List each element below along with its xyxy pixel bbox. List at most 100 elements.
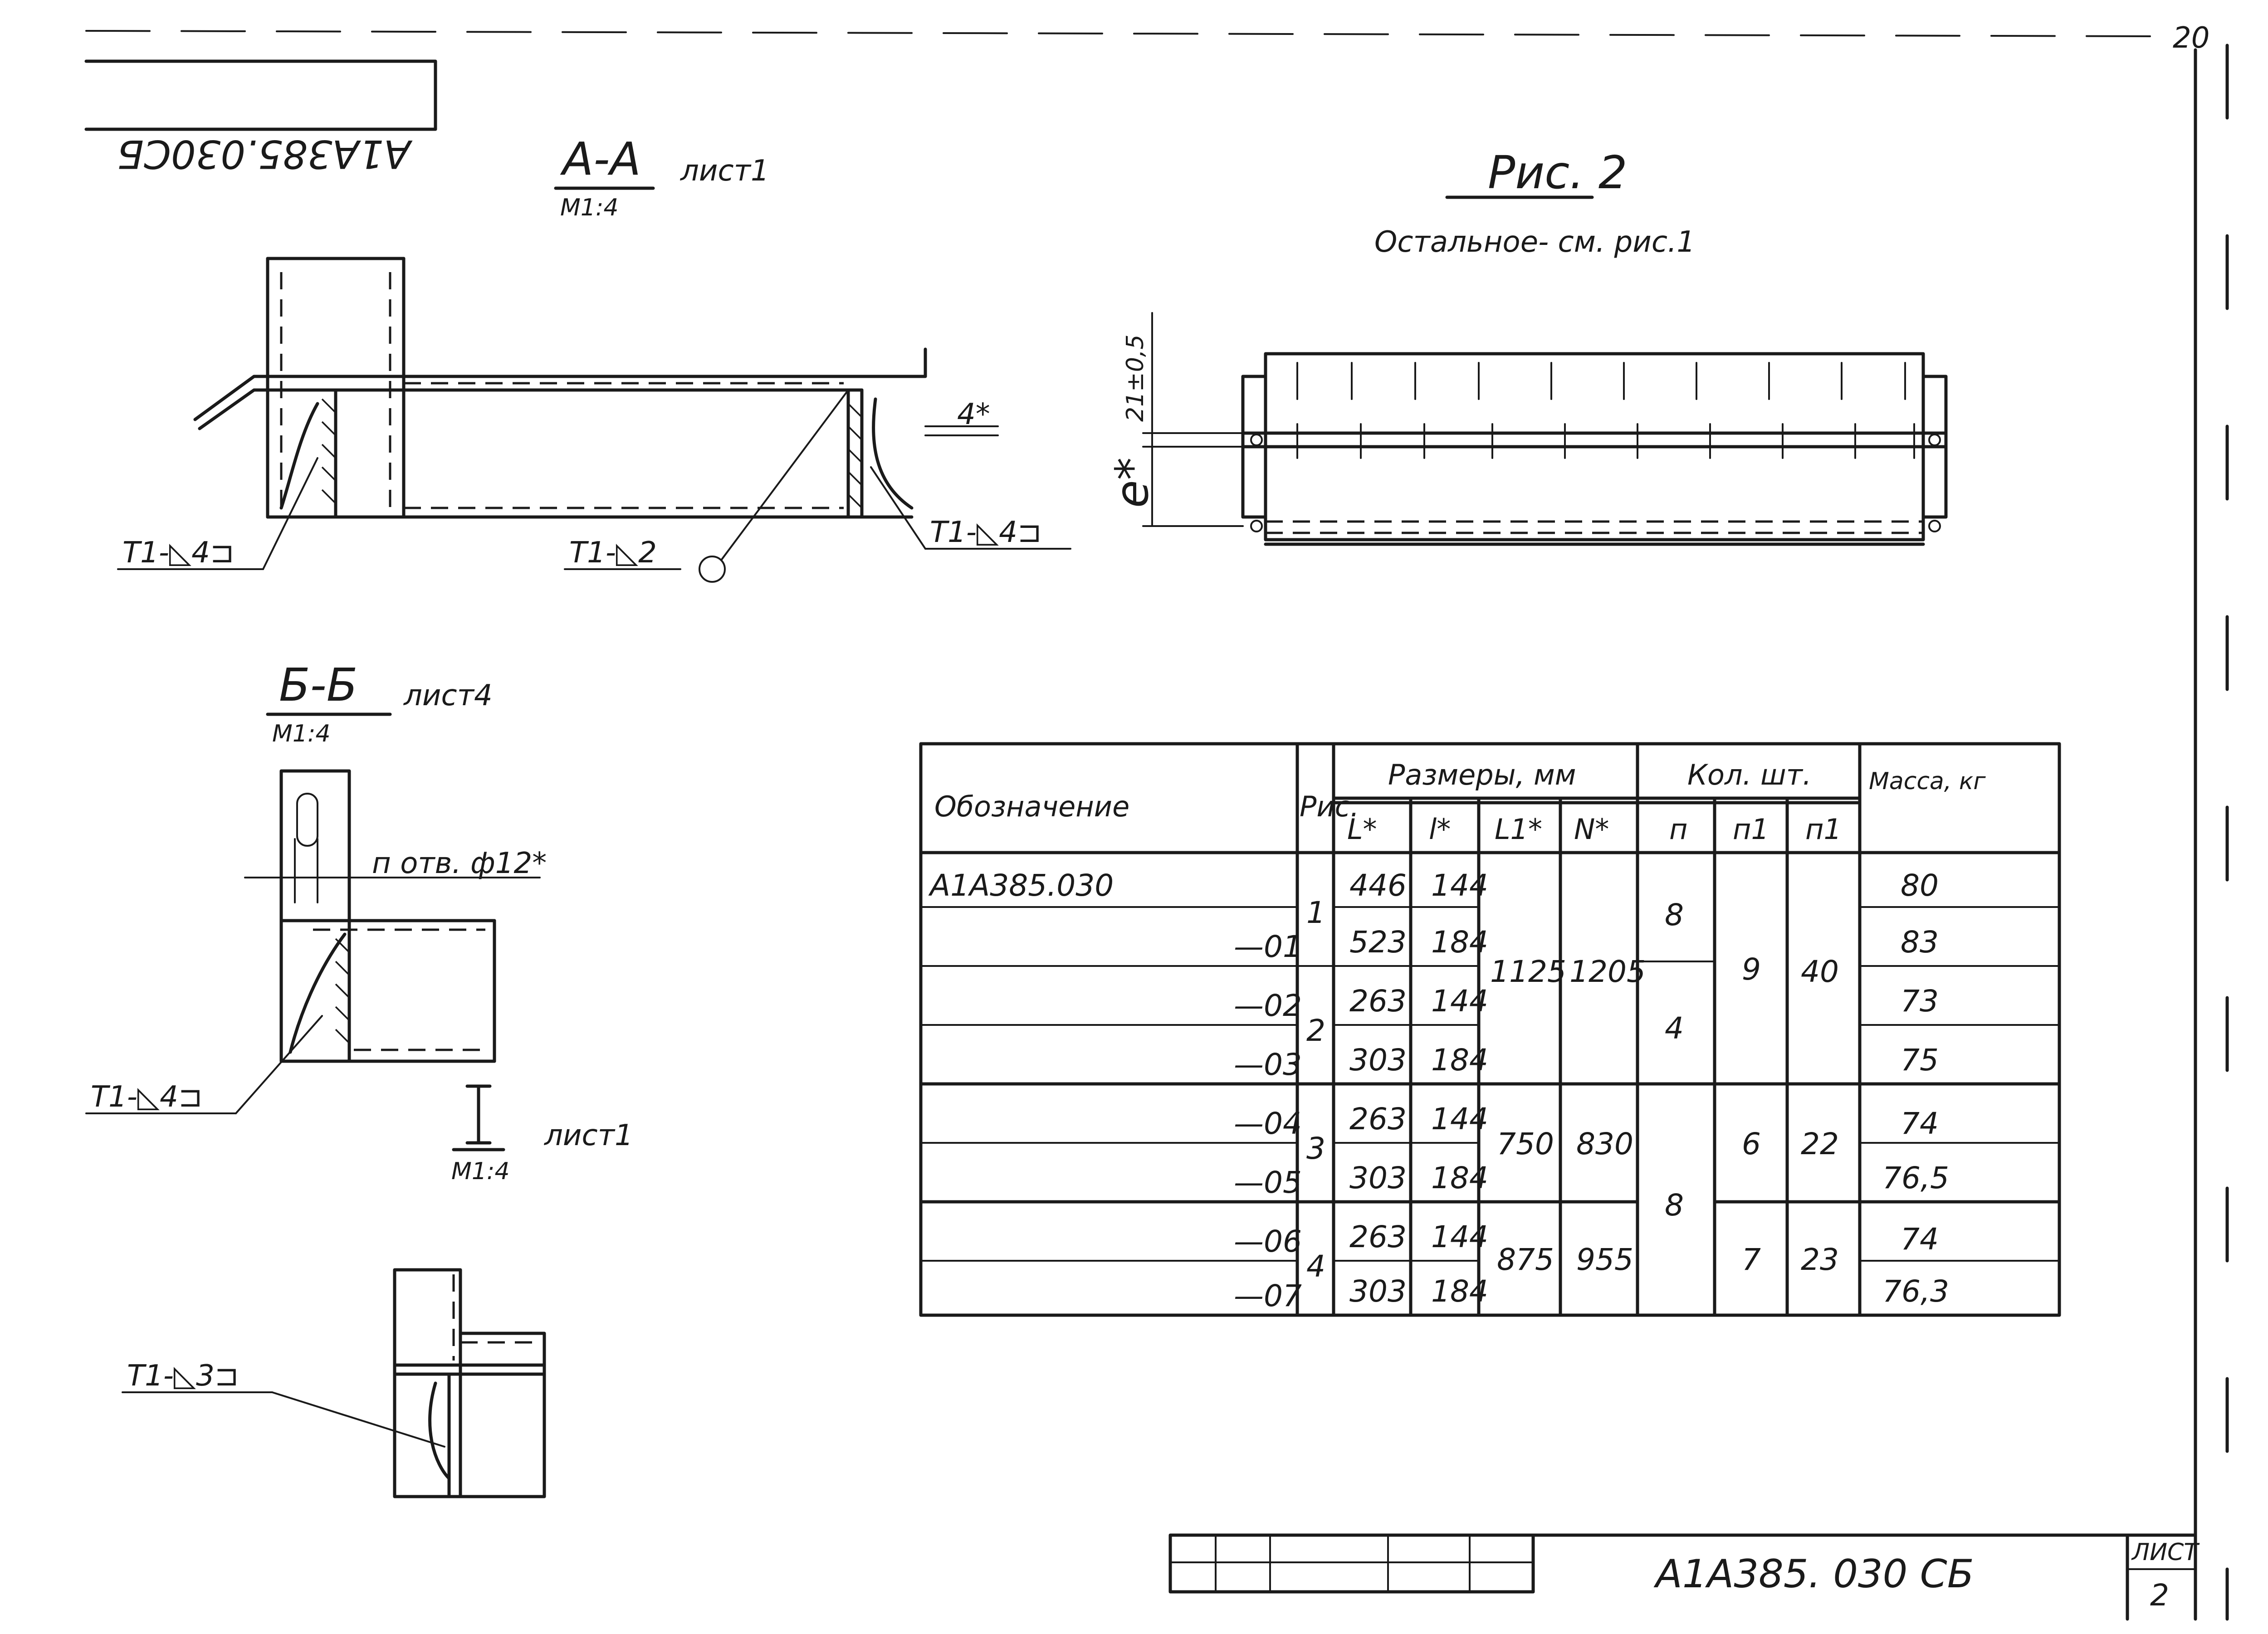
row-L: 303: [1349, 1274, 1407, 1309]
row-designation: —01: [1234, 929, 1302, 964]
n-group-cell: 8: [1665, 1188, 1684, 1223]
stamp-code-mirrored: А1А385.030СБ: [117, 131, 413, 176]
row-l: 184: [1431, 1043, 1488, 1078]
hdr-dims-group: Размеры, мм: [1388, 758, 1576, 791]
view-i-sheet-ref: лист1: [543, 1119, 633, 1152]
section-bb-title: Б-Б: [279, 658, 357, 712]
row-L: 303: [1349, 1043, 1407, 1078]
row-l: 184: [1431, 1161, 1488, 1195]
hdr-n1a: п1: [1733, 813, 1769, 846]
view-i: I М1:4 лист1 Т1-◺3⊐: [122, 1084, 633, 1498]
hdr-L: L*: [1347, 813, 1377, 846]
section-aa-weld-right: Т1-◺4⊐: [930, 516, 1041, 549]
row-mass: 83: [1901, 925, 1939, 960]
row-mass: 74: [1901, 1106, 1939, 1141]
fig-group-cell: 4: [1306, 1249, 1325, 1284]
n1b-group-cell: 22: [1801, 1127, 1839, 1161]
fig-group-cell: 1: [1306, 895, 1325, 930]
row-L: 263: [1349, 1102, 1407, 1136]
view-i-weld: Т1-◺3⊐: [127, 1359, 239, 1393]
N-group-cell: 1205: [1569, 954, 1646, 989]
section-aa-scale: М1:4: [560, 194, 619, 221]
title-block: А1А385. 030 СБ ЛИСТ 2: [1168, 1533, 2200, 1621]
row-mass: 73: [1901, 984, 1939, 1019]
title-block-designation: А1А385. 030 СБ: [1653, 1551, 1974, 1597]
n1a-group-cell: 7: [1742, 1242, 1761, 1277]
row-mass: 80: [1901, 868, 1939, 903]
row-L: 523: [1349, 925, 1407, 960]
hdr-n1b: п1: [1805, 813, 1842, 846]
fig-group-cell: 3: [1306, 1131, 1325, 1166]
n-group-cell: 8: [1665, 897, 1684, 932]
table-row: —01 523 184 83: [1234, 925, 1939, 964]
N-group-cell: 955: [1576, 1242, 1633, 1277]
row-mass: 76,3: [1882, 1274, 1949, 1309]
fig2-dim-e: е*: [1105, 457, 1158, 508]
hdr-qty-group: Кол. шт.: [1687, 758, 1812, 791]
fig2-title: Рис. 2: [1488, 146, 1627, 199]
n1a-group-cell: 6: [1742, 1127, 1761, 1161]
table-row: —04 263 144 74: [1234, 1102, 1939, 1141]
dimension-table: Обозначение Рис. Размеры, мм L* l* L1* N…: [919, 742, 2061, 1317]
fig2-note: Остальное- см. рис.1: [1374, 225, 1695, 259]
fig2-dim-top: 21±0,5: [1122, 335, 1149, 422]
hdr-L1: L1*: [1495, 813, 1542, 846]
section-aa-sheet-ref: лист1: [679, 154, 769, 188]
section-bb-scale: М1:4: [272, 720, 331, 747]
row-l: 144: [1431, 984, 1488, 1019]
row-L: 263: [1349, 1219, 1407, 1254]
table-row: А1А385.030 446 144 80: [928, 868, 1939, 903]
row-designation: —04: [1234, 1106, 1302, 1141]
section-aa-view: А-А М1:4 лист1 4*: [117, 132, 1071, 583]
hdr-N: N*: [1574, 813, 1609, 846]
L1-group-cell: 875: [1497, 1242, 1554, 1277]
row-designation: —07: [1234, 1278, 1302, 1313]
hdr-mass: Масса, кг: [1869, 768, 1986, 795]
L1-group-cell: 1125: [1490, 954, 1566, 989]
view-i-scale: М1:4: [451, 1158, 510, 1185]
table-row: —03 303 184 75: [1234, 1043, 1939, 1082]
mirrored-stamp: А1А385.030СБ: [84, 59, 437, 176]
fig2-ticks: [1296, 362, 1915, 459]
n-group-cell: 4: [1665, 1011, 1684, 1046]
row-mass: 76,5: [1882, 1161, 1949, 1195]
row-designation: —05: [1234, 1165, 1302, 1200]
row-l: 184: [1431, 925, 1488, 960]
row-mass: 74: [1901, 1222, 1939, 1257]
L1-group-cell: 750: [1497, 1127, 1554, 1161]
table-row: —07 303 184 76,3: [1234, 1274, 1949, 1313]
hdr-l: l*: [1429, 813, 1451, 846]
hdr-n: п: [1669, 813, 1688, 846]
page-corner-number: 20: [2173, 21, 2209, 55]
N-group-cell: 830: [1576, 1127, 1633, 1161]
row-L: 446: [1349, 868, 1407, 903]
section-bb-view: Б-Б М1:4 лист4 п отв. ф12* Т1-◺4⊐: [85, 658, 547, 1114]
hdr-designation: Обозначение: [934, 790, 1129, 823]
row-designation: А1А385.030: [928, 868, 1114, 903]
section-bb-holes: п отв. ф12*: [372, 847, 547, 880]
table-row: —02 263 144 73: [1234, 984, 1939, 1023]
hdr-fig: Рис.: [1300, 790, 1359, 823]
n1b-group-cell: 23: [1801, 1242, 1839, 1277]
sheet-label: ЛИСТ: [2131, 1539, 2200, 1566]
section-aa-dim: 4*: [957, 398, 990, 431]
section-aa-weld-center: Т1-◺2: [569, 536, 657, 570]
fig2-view: Рис. 2 Остальное- см. рис.1: [1105, 146, 1948, 546]
section-bb-weld: Т1-◺4⊐: [91, 1080, 202, 1114]
row-L: 303: [1349, 1161, 1407, 1195]
row-l: 144: [1431, 868, 1488, 903]
row-l: 144: [1431, 1219, 1488, 1254]
section-bb-sheet-ref: лист4: [403, 679, 493, 712]
n1b-group-cell: 40: [1801, 954, 1839, 989]
row-l: 144: [1431, 1102, 1488, 1136]
table-row: —06 263 144 74: [1234, 1219, 1939, 1259]
section-aa-weld-left: Т1-◺4⊐: [122, 536, 234, 570]
section-aa-title: А-А: [560, 132, 641, 185]
n1a-group-cell: 9: [1742, 952, 1761, 987]
row-designation: —03: [1234, 1047, 1302, 1082]
row-l: 184: [1431, 1274, 1488, 1309]
row-designation: —06: [1234, 1224, 1302, 1259]
fig-group-cell: 2: [1306, 1013, 1325, 1048]
sheet-number: 2: [2150, 1578, 2169, 1613]
